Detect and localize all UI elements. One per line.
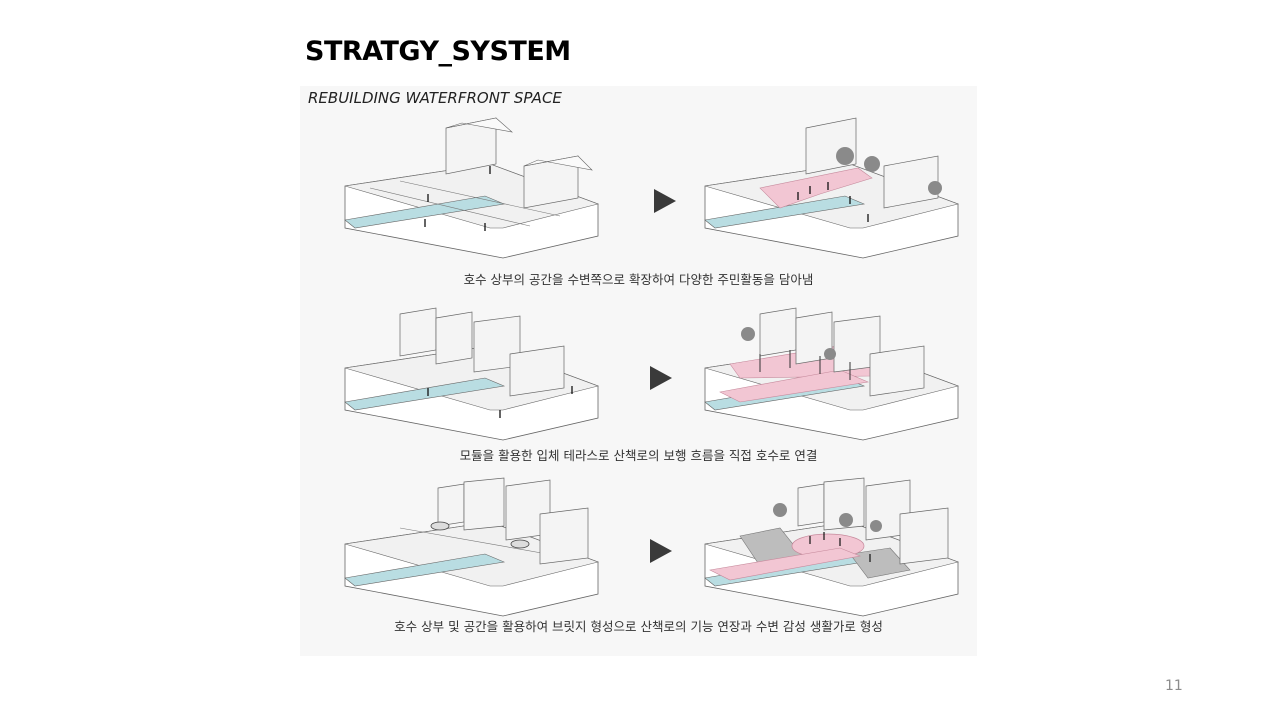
play-arrow-icon bbox=[650, 539, 672, 563]
figure-panel: REBUILDING WATERFRONT SPACE 호수 상부의 공간을 수… bbox=[300, 86, 977, 656]
diagram-row1-after bbox=[704, 117, 960, 259]
diagram-row3-before bbox=[344, 477, 600, 617]
play-arrow-icon bbox=[650, 366, 672, 390]
figure-subtitle: REBUILDING WATERFRONT SPACE bbox=[308, 89, 562, 107]
slide-title: STRATGY_SYSTEM bbox=[305, 36, 571, 67]
page-number: 11 bbox=[1165, 678, 1183, 694]
diagram-row1-before bbox=[344, 117, 600, 259]
row3-caption: 호수 상부 및 공간을 활용하여 브릿지 형성으로 산책로의 기능 연장과 수변… bbox=[394, 619, 883, 634]
diagram-row3-after bbox=[704, 477, 960, 617]
diagram-row2-before bbox=[344, 307, 600, 441]
row2-caption: 모듈을 활용한 입체 테라스로 산책로의 보행 흐름을 직접 호수로 연결 bbox=[459, 448, 818, 463]
diagram-row2-after bbox=[704, 307, 960, 441]
play-arrow-icon bbox=[654, 189, 676, 213]
row1-caption: 호수 상부의 공간을 수변쪽으로 확장하여 다양한 주민활동을 담아냄 bbox=[463, 272, 814, 287]
